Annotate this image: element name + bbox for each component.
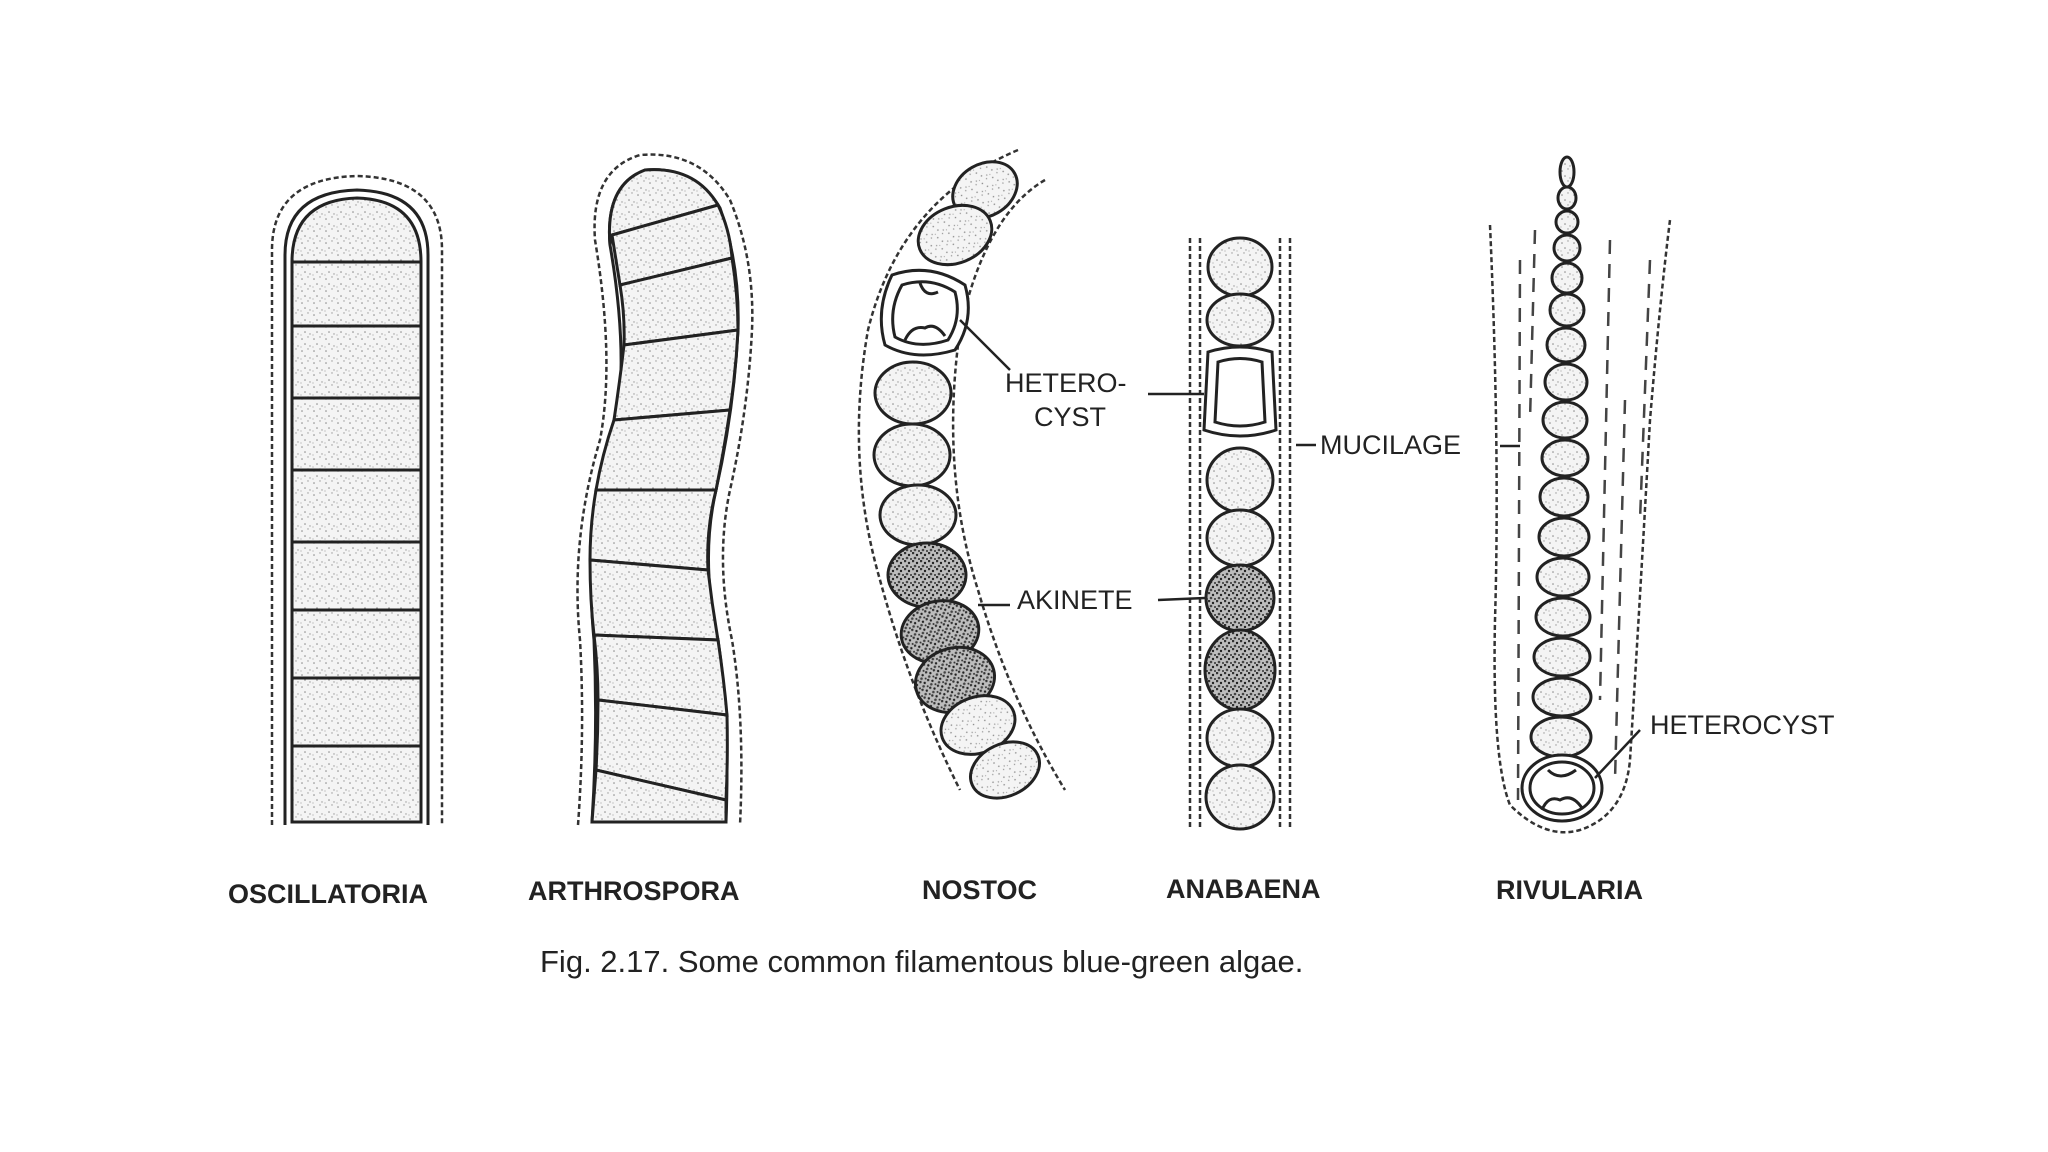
organism-name-arthrospora: ARTHROSPORA — [528, 876, 740, 906]
heterocyst-label-line2: CYST — [1034, 402, 1106, 432]
organism-name-oscillatoria: OSCILLATORIA — [228, 879, 428, 909]
rivularia-drawing — [1488, 155, 1672, 834]
organism-name-anabaena: ANABAENA — [1166, 874, 1321, 904]
organism-name-nostoc: NOSTOC — [922, 875, 1037, 905]
oscillatoria-drawing — [270, 174, 444, 825]
organism-name-rivularia: RIVULARIA — [1496, 875, 1643, 905]
arthrospora-drawing — [576, 153, 754, 826]
mucilage-label: MUCILAGE — [1320, 430, 1461, 460]
anabaena-drawing — [1188, 236, 1292, 831]
akinete-label: AKINETE — [1017, 585, 1133, 615]
leader-lines — [959, 319, 1641, 779]
nostoc-drawing — [857, 148, 1067, 800]
figure-caption: Fig. 2.17. Some common filamentous blue-… — [540, 944, 1303, 979]
heterocyst-label-line1: HETERO- — [1005, 368, 1127, 398]
heterocyst-label-rivularia: HETEROCYST — [1650, 710, 1835, 740]
